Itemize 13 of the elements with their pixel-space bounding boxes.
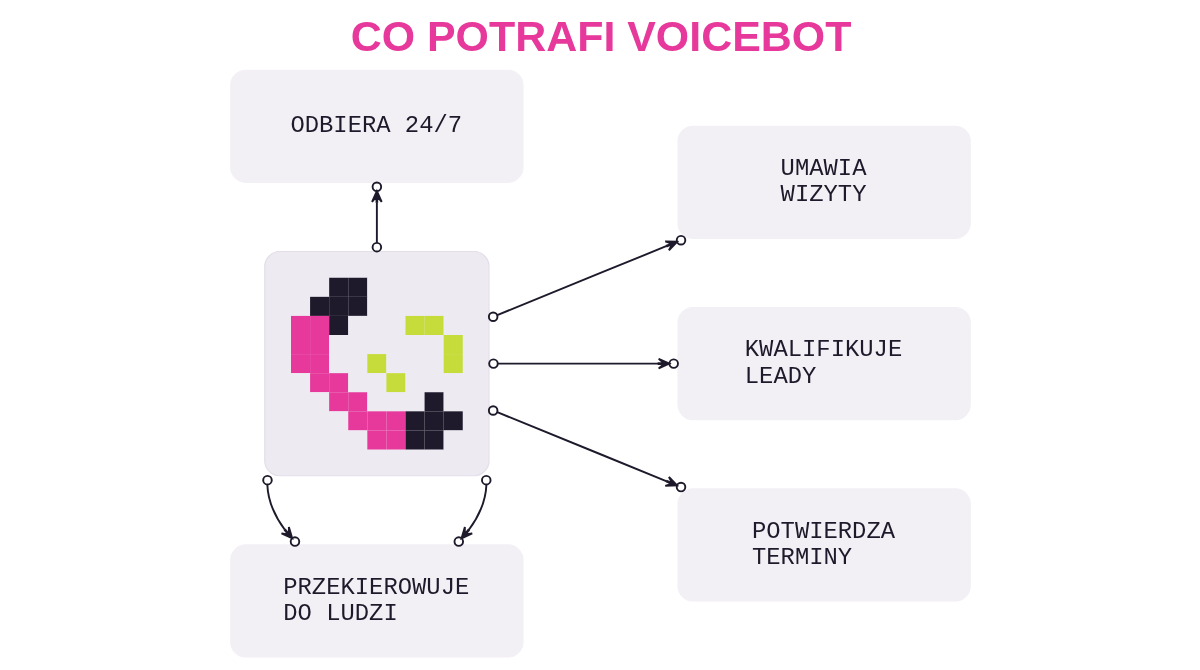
arrow [453, 474, 491, 547]
arrow [487, 405, 686, 493]
node-box: KWALIFIKUJE LEADY [676, 306, 971, 421]
node-box: ODBIERA 24/7 [229, 69, 524, 183]
node-box: PRZEKIEROWUJE DO LUDZI [229, 544, 524, 658]
arrow [261, 474, 300, 547]
node-picture [263, 250, 490, 477]
arrow [487, 357, 679, 370]
diagram-title: CO POTRAFI VOICEBOT [350, 11, 851, 60]
arrow [370, 181, 383, 253]
node-box: POTWIERDZA TERMINY [676, 488, 971, 602]
node-box: UMAWIA WIZYTY [676, 125, 971, 239]
arrow [487, 234, 686, 322]
